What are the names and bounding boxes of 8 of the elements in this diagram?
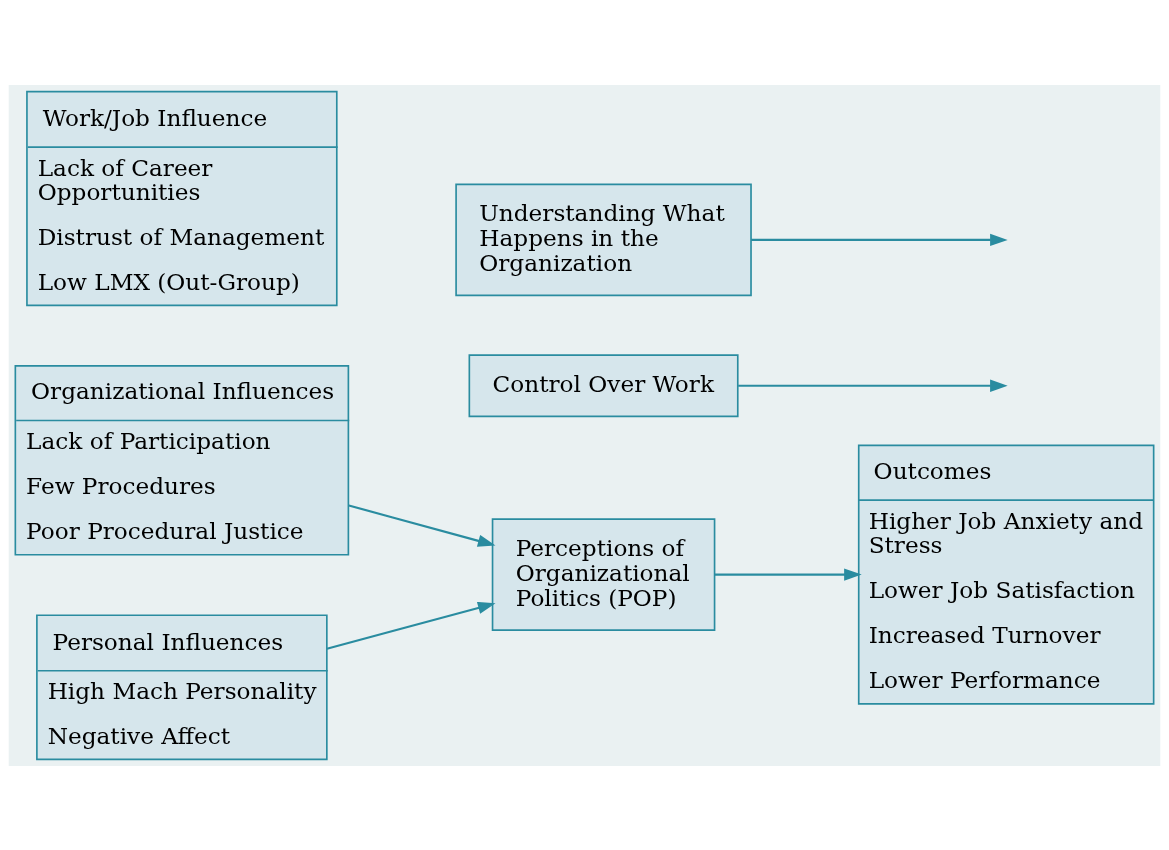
node-box: Understanding What Happens in the Organization [455, 183, 752, 296]
arrow [348, 503, 496, 547]
arrow [738, 379, 1008, 392]
arrow [751, 233, 1008, 246]
node-box: Perceptions of Organizational Politics (POP) [491, 517, 716, 631]
node-box: Control Over Work [468, 353, 739, 417]
arrow [714, 567, 862, 581]
arrow [326, 601, 496, 650]
